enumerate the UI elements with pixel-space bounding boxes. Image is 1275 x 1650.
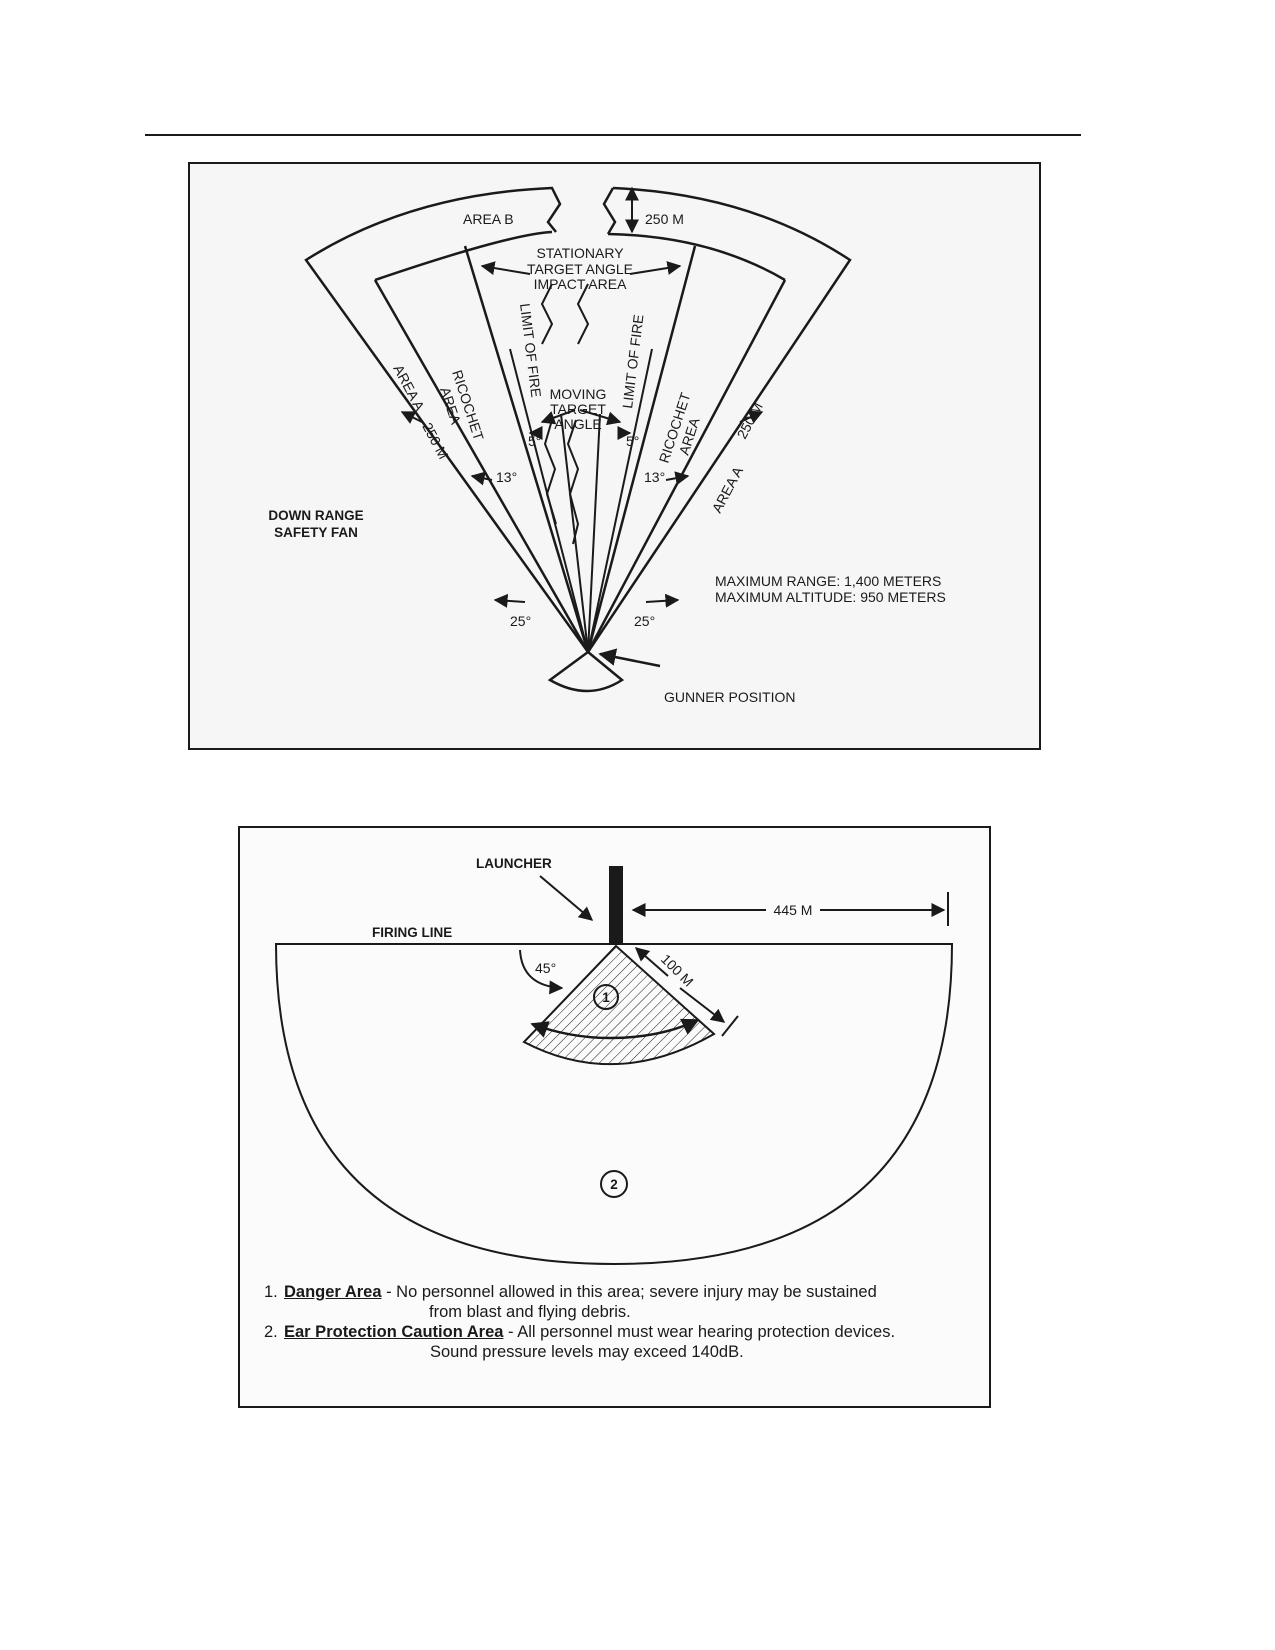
arrow-stationary-left (480, 261, 531, 275)
legend-desc: - No personnel allowed in this area; sev… (381, 1283, 877, 1301)
arrow-moving-right (579, 409, 622, 426)
dim-250-left-label: 250 M (419, 420, 451, 462)
zigzag-3 (543, 419, 557, 525)
arc-arrow-right (609, 1018, 700, 1040)
gunner-position-label: GUNNER POSITION (664, 689, 795, 705)
launcher-danger-diagram: LAUNCHER FIRING LINE 445 M 45° 100 M 1 2 (274, 856, 954, 1266)
angle-25-left: 25° (510, 613, 531, 629)
zigzag-2 (576, 283, 590, 345)
ricochet-line-left (463, 245, 590, 653)
legend-cont-1: from blast and flying debris. (429, 1303, 631, 1321)
arrow-100-up (634, 947, 669, 977)
area-a-left-label: AREA A (390, 362, 428, 414)
legend-item-1: 1. Danger Area - No personnel allowed in… (264, 1282, 964, 1302)
outer-fan-left (304, 186, 590, 653)
area-b-inner-arc (374, 230, 553, 282)
arrow-moving-left (540, 409, 576, 425)
safety-fan-figure: AREA B 250 M STATIONARY TARGET ANGLE IMP… (188, 162, 1041, 750)
top-rule (145, 134, 1081, 136)
arrow-100-down (679, 987, 726, 1023)
arrow-stationary-right (629, 261, 682, 275)
zone-2-label: 2 (610, 1177, 618, 1192)
stationary-line-3: IMPACT AREA (534, 276, 628, 292)
launcher-label: LAUNCHER (476, 856, 552, 871)
legend-desc: - All personnel must wear hearing protec… (503, 1323, 896, 1341)
area-a-inner-right (586, 279, 787, 653)
zone-1-label: 1 (602, 990, 610, 1005)
ear-protection-area (274, 943, 954, 1266)
fan-title-2: SAFETY FAN (274, 525, 358, 540)
dist-100-label: 100 M (658, 951, 697, 990)
tick-100 (721, 1015, 739, 1037)
area-b-label: AREA B (463, 211, 514, 227)
angle-5-right: 5° (626, 433, 639, 449)
arrow-25-right (645, 593, 680, 608)
legend-item-2: 2. Ear Protection Caution Area - All per… (264, 1322, 964, 1342)
safety-fan-diagram: AREA B 250 M STATIONARY TARGET ANGLE IMP… (268, 186, 946, 705)
dim-250-top-label: 250 M (645, 211, 684, 227)
angle-13-right: 13° (644, 469, 665, 485)
area-b-inner-arc-right (607, 232, 786, 282)
arrow-250m-right (739, 410, 764, 424)
legend-cont-2: Sound pressure levels may exceed 140dB. (430, 1343, 744, 1361)
arrow-25-left (493, 593, 526, 608)
angle-5-left: 5° (528, 433, 541, 449)
launcher-shape (609, 866, 623, 944)
dim-250-right-label: 250 M (734, 400, 766, 442)
legend-term: Danger Area (284, 1283, 382, 1301)
stationary-line-2: TARGET ANGLE (527, 261, 633, 277)
zigzag-4 (566, 419, 580, 545)
dist-445-label: 445 M (774, 902, 813, 918)
arrow-13-right (665, 471, 690, 486)
zone-1-marker (593, 984, 619, 1010)
limit-of-fire-left-label: LIMIT OF FIRE (517, 302, 544, 398)
legend-number: 1. (264, 1283, 278, 1301)
moving-line-3: ANGLE (554, 416, 601, 432)
zone-2-marker (600, 1170, 628, 1198)
angle-13-left: 13° (496, 469, 517, 485)
legend-text: Ear Protection Caution Area - All person… (284, 1322, 895, 1342)
firing-line-label: FIRING LINE (372, 925, 452, 940)
fan-title-1: DOWN RANGE (268, 508, 363, 523)
stationary-line-1: STATIONARY (536, 245, 624, 261)
area-a-inner-left (373, 279, 590, 653)
legend: 1. Danger Area - No personnel allowed in… (264, 1282, 964, 1362)
ricochet-line-right (586, 245, 697, 653)
zigzag-1 (540, 283, 554, 345)
center-line-b (587, 413, 601, 653)
arc-arrow-left (530, 1021, 611, 1040)
arrow-launcher (539, 875, 594, 921)
moving-line-1: MOVING (550, 386, 607, 402)
gunner-position-shape (547, 650, 625, 693)
legend-number: 2. (264, 1323, 278, 1341)
area-a-right-label: AREA A (709, 463, 747, 515)
arrow-45 (519, 949, 564, 995)
limit-fire-right (587, 348, 653, 653)
max-altitude-label: MAXIMUM ALTITUDE: 950 METERS (715, 589, 946, 605)
moving-line-2: TARGET (550, 401, 606, 417)
launcher-danger-figure: LAUNCHER FIRING LINE 445 M 45° 100 M 1 2… (238, 826, 991, 1408)
angle-25-right: 25° (634, 613, 655, 629)
max-range-label: MAXIMUM RANGE: 1,400 METERS (715, 573, 941, 589)
arrow-250m-left (400, 411, 423, 424)
angle-45-label: 45° (535, 960, 556, 976)
legend-text: Danger Area - No personnel allowed in th… (284, 1282, 877, 1302)
center-line-a (560, 413, 589, 653)
arrow-gunner (598, 648, 661, 668)
arrow-13-left (470, 471, 493, 486)
legend-term: Ear Protection Caution Area (284, 1323, 504, 1341)
outer-fan-right (586, 186, 852, 653)
